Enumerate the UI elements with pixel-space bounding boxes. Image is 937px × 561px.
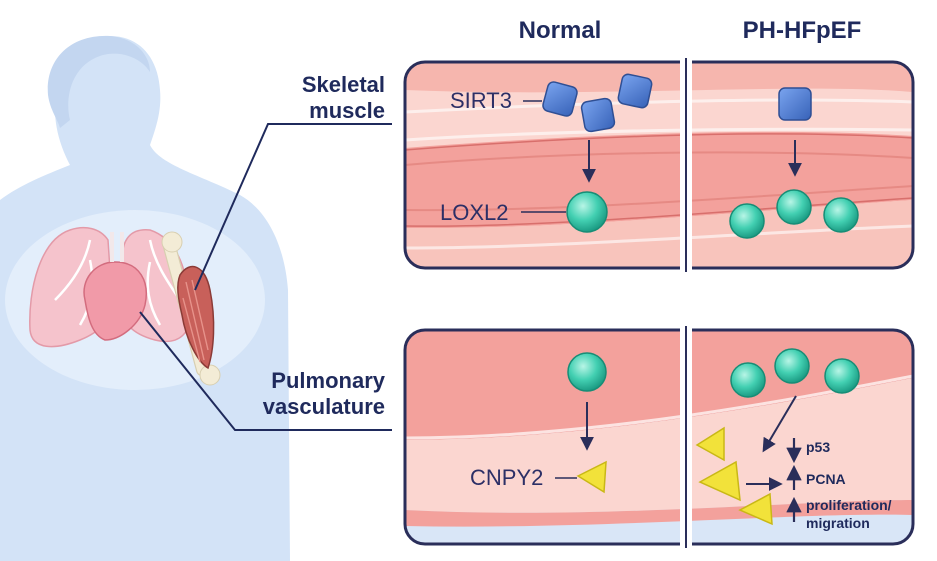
p53-label: p53: [806, 439, 830, 455]
sirt3-cube-normal-2: [580, 97, 616, 133]
pcna-label: PCNA: [806, 471, 846, 487]
cnpy2-triangle-normal: [576, 460, 607, 494]
tissue-label-pulmonary-line1: Pulmonary: [271, 368, 385, 393]
cnpy2-label: CNPY2: [470, 465, 543, 490]
tissue-label-skeletal-line2: muscle: [309, 98, 385, 123]
sirt3-cube-disease: [778, 87, 812, 121]
sirt3-label: SIRT3: [450, 88, 512, 113]
tissue-label-skeletal-line1: Skeletal: [302, 72, 385, 97]
column-heading-disease: PH-HFpEF: [743, 17, 862, 44]
proliferation-label-line1: proliferation/: [806, 497, 892, 513]
pulmonary-vessel-panel: [405, 330, 913, 544]
loxl2-sphere-vessel-normal: [567, 352, 607, 392]
column-heading-normal: Normal: [519, 17, 602, 44]
cnpy2-triangle-disease-3: [738, 492, 773, 526]
cnpy2-triangle-disease-2: [698, 460, 741, 502]
loxl2-sphere-disease-1: [729, 203, 765, 239]
skeletal-muscle-panel-border: [403, 60, 915, 270]
tissue-label-pulmonary-line2: vasculature: [263, 394, 385, 419]
loxl2-sphere-vessel-disease-2: [774, 348, 810, 384]
loxl2-label: LOXL2: [440, 200, 509, 225]
loxl2-sphere-disease-2: [776, 189, 812, 225]
proliferation-label-line2: migration: [806, 515, 870, 531]
pulmonary-vessel-panel-border: [403, 328, 915, 546]
loxl2-sphere-disease-3: [823, 197, 859, 233]
loxl2-sphere-vessel-disease-1: [730, 362, 766, 398]
connector-lines: [139, 123, 392, 431]
loxl2-to-cnpy2-arrow-disease: [762, 395, 797, 453]
sirt3-cube-normal-1: [542, 81, 578, 117]
loxl2-sphere-normal: [566, 191, 608, 233]
arm-muscle: [161, 231, 221, 386]
loxl2-sphere-vessel-disease-3: [824, 358, 860, 394]
lungs: [29, 227, 191, 348]
cnpy2-triangle-disease-1: [695, 426, 725, 462]
sirt3-cube-normal-3: [617, 73, 653, 109]
